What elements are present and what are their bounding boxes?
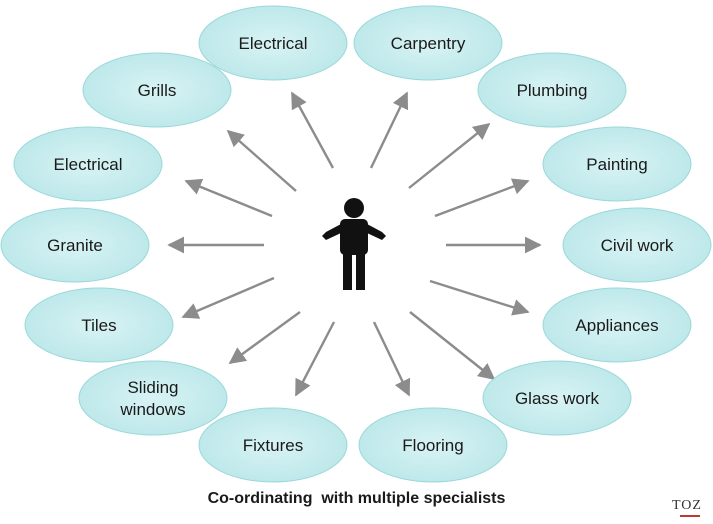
node-glass-work: Glass work (482, 360, 632, 436)
label-fixtures: Fixtures (243, 436, 303, 455)
bubbles-group: Electrical CarpentryPlumbingPaintingCivil… (0, 5, 712, 483)
bubble-electrical-top (198, 5, 348, 81)
arrow-grills (226, 129, 297, 192)
arrow-electrical-top (290, 91, 335, 169)
bubble-appliances (542, 287, 692, 363)
node-flooring: Flooring (358, 407, 508, 483)
label-flooring: Flooring (402, 436, 463, 455)
bubble-carpentry (353, 5, 503, 81)
label-carpentry: Carpentry (391, 34, 466, 53)
bubble-granite (0, 207, 150, 283)
arrow-plumbing (408, 122, 491, 189)
node-fixtures: Fixtures (198, 407, 348, 483)
label-electrical-left: Electrical (54, 155, 123, 174)
bubble-plumbing (477, 52, 627, 128)
label-electrical-top: Electrical (239, 34, 308, 53)
node-electrical-left: Electrical (13, 126, 163, 202)
arrow-carpentry (369, 91, 409, 169)
arrow-appliances (429, 279, 530, 316)
arrow-electrical-left (184, 178, 273, 218)
node-painting: Painting (542, 126, 692, 202)
label-painting: Painting (586, 155, 647, 174)
node-appliances: Appliances (542, 287, 692, 363)
arrows-group (167, 91, 542, 397)
node-electrical-top: Electrical (198, 5, 348, 81)
diagram-caption: Co-ordinating with multiple specialists (207, 490, 506, 507)
watermark-logo: TOZ (672, 498, 702, 517)
node-tiles: Tiles (24, 287, 174, 363)
node-plumbing: Plumbing (477, 52, 627, 128)
label-grills: Grills (138, 81, 177, 100)
arrow-flooring (372, 321, 411, 397)
label-civil-work: Civil work (601, 236, 674, 255)
arrow-glass-work (409, 311, 496, 381)
node-granite: Granite (0, 207, 150, 283)
arrow-painting (434, 178, 530, 218)
bubble-fixtures (198, 407, 348, 483)
person-shrugging-icon (322, 198, 386, 290)
bubble-grills (82, 52, 232, 128)
label-plumbing: Plumbing (517, 81, 588, 100)
node-civil-work: Civil work (562, 207, 712, 283)
arrow-tiles (181, 276, 275, 319)
bubble-painting (542, 126, 692, 202)
label-appliances: Appliances (575, 316, 658, 335)
label-tiles: Tiles (81, 316, 116, 335)
bubble-flooring (358, 407, 508, 483)
label-sliding-windows: Sliding (127, 378, 178, 397)
arrow-fixtures (294, 321, 336, 397)
bubble-sliding-windows (78, 360, 228, 436)
bubble-glass-work (482, 360, 632, 436)
node-sliding-windows: Sliding windows (78, 360, 228, 436)
node-carpentry: Carpentry (353, 5, 503, 81)
bubble-civil-work (562, 207, 712, 283)
bubble-electrical-left (13, 126, 163, 202)
bubble-tiles (24, 287, 174, 363)
arrow-sliding-windows (228, 311, 301, 364)
label-glass-work: Glass work (515, 389, 600, 408)
label-granite: Granite (47, 236, 103, 255)
label-sliding-windows: windows (119, 400, 185, 419)
node-grills: Grills (82, 52, 232, 128)
